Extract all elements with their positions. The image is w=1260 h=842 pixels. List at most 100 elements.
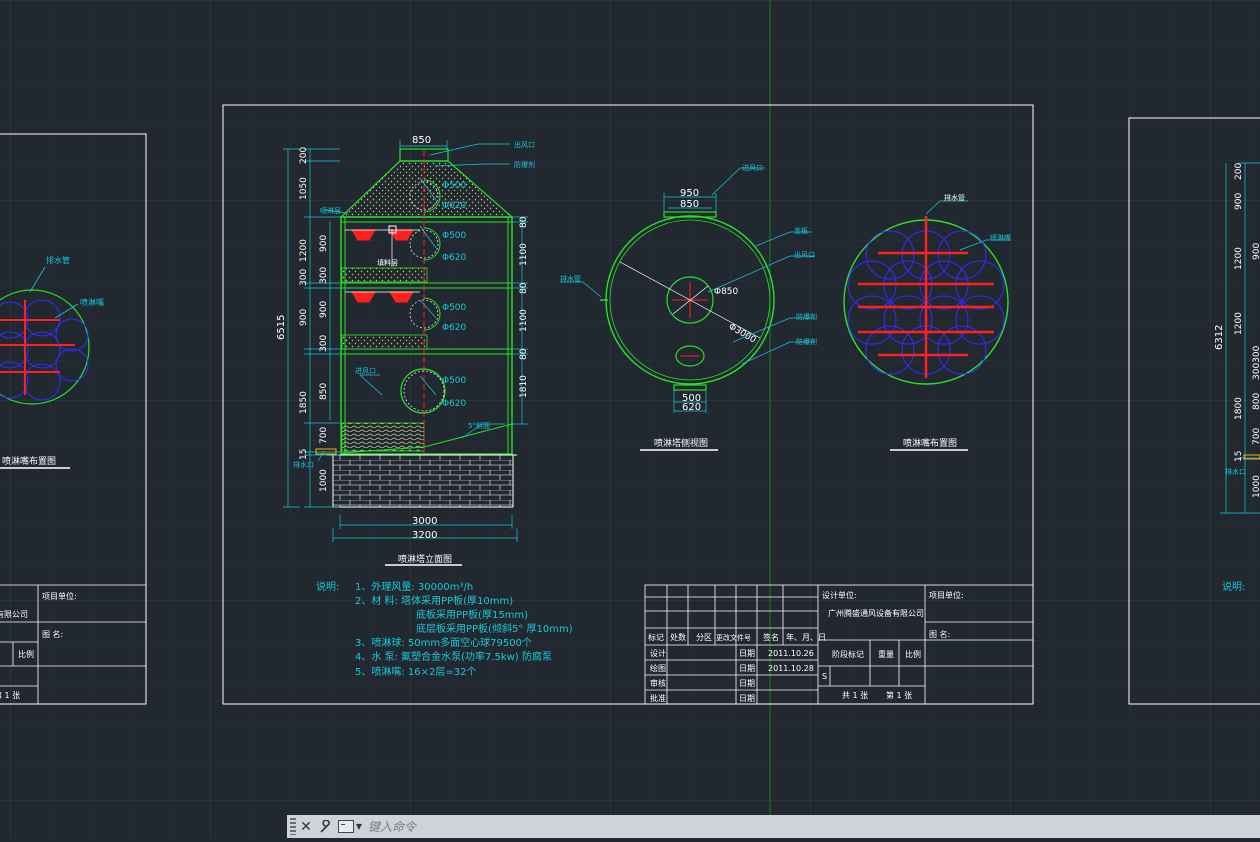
right-sheet-total: 6312: [1214, 325, 1225, 350]
phi-label: Φ620: [442, 399, 467, 409]
phi-label: Φ500: [442, 231, 467, 241]
inner-dim: 900: [319, 301, 329, 318]
tb-head: 处数: [670, 632, 686, 642]
note-item: 3、喷淋球: 50mm多面空心球79500个: [355, 636, 532, 649]
side-dim: 950: [680, 188, 699, 199]
tb-row-label: 批准: [650, 693, 666, 703]
tb-total: 共 1 张: [842, 691, 868, 700]
left-dim: 850: [319, 383, 329, 400]
note-item: 4、水 泵: 氟塑合金水泵(功率7.5kw) 防腐泵: [355, 650, 552, 663]
tb-fig-name-label: 图 名:: [929, 629, 950, 639]
left-sheet[interactable]: 排水管 喷淋嘴 喷淋嘴布置图 有限公司 项目单位: 图 名: 比例 第 1 张: [0, 133, 147, 705]
nozzle-layout-view[interactable]: 排水管 喷淋嘴 喷淋嘴布置图: [843, 193, 1011, 451]
tb-stage: 阶段标记: [832, 649, 864, 659]
inner-dim: 300: [319, 335, 329, 352]
tb-project-unit-label: 项目单位:: [929, 590, 964, 600]
left-caption: 喷淋嘴布置图: [2, 455, 56, 467]
design-notes: 说明: 1、外理风量: 30000m³/h 2、材 料: 塔体采用PP板(厚10…: [316, 580, 573, 678]
phi-label: Φ500: [442, 303, 467, 313]
left-dim: 1050: [299, 177, 309, 200]
label-outlet: 出风口: [514, 140, 535, 149]
tb-head: 签名: [763, 632, 779, 642]
layout-label-water: 排水管: [944, 193, 965, 202]
left-label-water: 排水管: [46, 255, 70, 265]
label-spray-layer: 喷淋层: [320, 206, 341, 215]
side-phi1: Φ850: [714, 287, 739, 297]
side-label-demister2: 防爆剂: [796, 337, 817, 346]
note-item: 底层板采用PP板(倾斜5° 厚10mm): [416, 622, 573, 635]
command-prompt-icon[interactable]: ▼: [336, 816, 364, 837]
layout-label-nozzle: 喷淋嘴: [990, 233, 1011, 242]
command-input[interactable]: [364, 816, 1260, 837]
side-dim: 620: [682, 402, 701, 413]
right-sheet-dim: 900: [1252, 243, 1260, 260]
note-item: 1、外理风量: 30000m³/h: [355, 581, 473, 593]
note-item: 底板采用PP板(厚15mm): [416, 608, 528, 621]
left-dim: 1000: [319, 469, 329, 492]
phi-label: Φ500: [442, 376, 467, 386]
title-block[interactable]: 标记 处数 分区 更改文件号 签名 年、月、日 设计 日期 2011.10.26…: [644, 584, 1034, 705]
tb-row-date-label: 日期: [739, 679, 755, 688]
tb-sheet: 第 1 张: [886, 690, 912, 700]
left-project: 项目单位:: [42, 591, 77, 601]
right-dim: 1810: [519, 375, 529, 398]
dim-top: 850: [412, 135, 431, 146]
tb-row-label: 审核: [650, 678, 666, 688]
label-packing: 填料层: [377, 258, 398, 267]
command-line-bar[interactable]: ✕ ▼: [287, 815, 1260, 838]
phi-label: Φ620: [442, 323, 467, 333]
tb-row-date-label: 日期: [739, 649, 755, 658]
side-label-cover: 盖板: [794, 226, 808, 235]
right-sheet-drain: 排水口: [1225, 467, 1246, 476]
left-nozzle-ring: [0, 289, 90, 405]
left-sheet-no: 第 1 张: [0, 690, 20, 700]
right-sheet-dim: 700: [1252, 428, 1260, 445]
center-sheet[interactable]: Φ500 Φ620 Φ500 Φ620 Φ500 Φ620 Φ500 Φ620: [222, 104, 1034, 705]
left-dim: 15: [299, 449, 309, 460]
side-label-outlet: 出风口: [794, 250, 815, 259]
label-slope: 5°斜面: [468, 421, 490, 430]
total-height: 6515: [276, 315, 287, 340]
right-sheet-notes: 说明:: [1222, 580, 1245, 593]
tb-head: 分区: [696, 633, 712, 642]
side-label-demister1: 防爆剂: [796, 312, 817, 321]
notes-title: 说明:: [316, 580, 339, 593]
tb-design-unit-label: 设计单位:: [822, 590, 857, 600]
layout-caption: 喷淋嘴布置图: [903, 437, 957, 449]
tb-row-label: 设计: [650, 648, 666, 658]
phi-label: Φ620: [442, 201, 467, 211]
dim-bottom-outer: 3200: [412, 530, 437, 541]
label-demister: 防爆剂: [514, 160, 535, 169]
phi-label: Φ620: [442, 253, 467, 263]
drag-grip-handle[interactable]: [290, 818, 296, 835]
left-dim: 700: [319, 427, 329, 444]
label-drain: 排水口: [293, 460, 314, 469]
wrench-icon[interactable]: [316, 816, 336, 837]
tb-design-unit: 广州腾盛通风设备有限公司: [828, 608, 924, 618]
side-label-inlet: 进风口: [742, 164, 763, 172]
close-icon[interactable]: ✕: [300, 818, 312, 835]
right-sheet-dim: 200: [1234, 163, 1244, 180]
left-dim: 300: [299, 269, 309, 286]
right-sheet-dim: 1200: [1234, 247, 1244, 270]
dim-bottom-inner: 3000: [412, 516, 437, 527]
tower-elevation[interactable]: Φ500 Φ620 Φ500 Φ620 Φ500 Φ620 Φ500 Φ620: [276, 135, 535, 566]
right-dim: 80: [519, 216, 529, 228]
left-dim: 200: [299, 147, 309, 164]
right-sheet-dim: 300300: [1252, 345, 1260, 380]
left-dim: 1200: [299, 239, 309, 262]
tb-row-date-label: 日期: [739, 694, 755, 703]
right-sheet[interactable]: 200 900 1200 900 1200 300300 800 1800 70…: [1128, 117, 1260, 705]
left-company: 有限公司: [0, 609, 28, 619]
right-dim: 80: [519, 348, 529, 360]
tb-row-date: 2011.10.26: [768, 649, 814, 658]
left-scale: 比例: [18, 649, 34, 659]
tb-row-date: 2011.10.28: [768, 664, 814, 673]
right-sheet-dim: 1800: [1234, 397, 1244, 420]
right-sheet-dim: 900: [1234, 193, 1244, 210]
tb-scale: 比例: [905, 649, 921, 659]
tb-head: 标记: [648, 632, 664, 642]
tb-weight: 重量: [878, 649, 894, 659]
